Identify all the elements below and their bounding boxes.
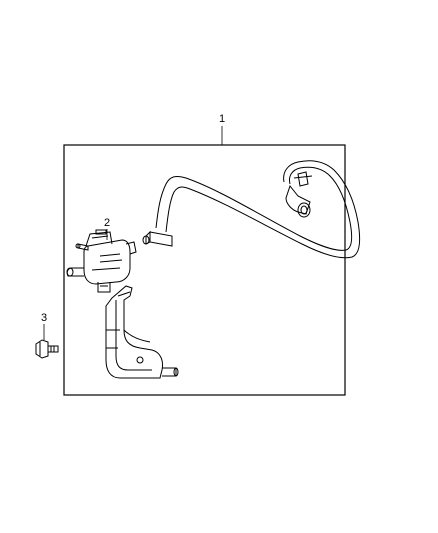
vapor-hose [142, 160, 361, 259]
callout-1-label: 1 [219, 113, 225, 125]
bolt [35, 339, 59, 359]
kit-frame [63, 144, 346, 396]
callout-2-label: 2 [104, 217, 110, 229]
purge-valve [66, 229, 137, 293]
mounting-bracket [105, 285, 179, 379]
callout-3-label: 3 [41, 312, 47, 324]
